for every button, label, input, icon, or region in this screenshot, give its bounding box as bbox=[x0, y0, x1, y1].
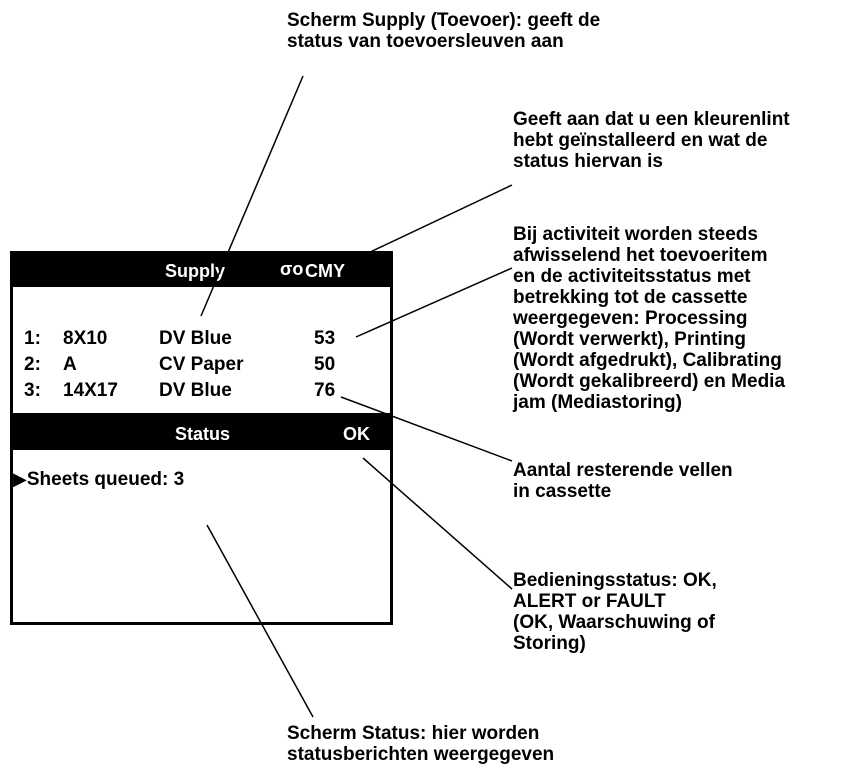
ribbon-callout: Geeft aan dat u een kleurenlint hebt geï… bbox=[513, 109, 790, 172]
supply-screen-callout: Scherm Supply (Toevoer): geeft de status… bbox=[287, 10, 601, 52]
remaining-sheets-leader bbox=[340, 396, 513, 462]
supply-slot-size: A bbox=[63, 354, 77, 375]
supply-slot-number: 2: bbox=[24, 354, 41, 375]
ribbon-leader bbox=[346, 184, 513, 264]
supply-slot-media: CV Paper bbox=[159, 354, 244, 375]
ribbon-cassette-icon: σο bbox=[280, 259, 304, 279]
ribbon-label: CMY bbox=[305, 261, 345, 281]
supply-slot-size: 8X10 bbox=[63, 328, 108, 349]
play-arrow-icon: ▶ bbox=[13, 469, 27, 489]
supply-slot-number: 3: bbox=[24, 380, 41, 401]
operating-status-badge: OK bbox=[343, 424, 370, 444]
operating-status-callout: Bedieningsstatus: OK, ALERT or FAULT (OK… bbox=[513, 570, 717, 654]
status-panel: Status OK ▶Sheets queued: 3 bbox=[10, 414, 393, 625]
activity-callout: Bij activiteit worden steeds afwisselend… bbox=[513, 224, 786, 413]
supply-slot-count: 50 bbox=[314, 354, 336, 375]
supply-screen-leader bbox=[200, 75, 304, 317]
status-screen-callout: Scherm Status: hier worden statusbericht… bbox=[287, 723, 555, 765]
status-panel-header: Status OK bbox=[13, 417, 390, 450]
supply-slot-size: 14X17 bbox=[63, 380, 118, 401]
supply-panel: Supply σο CMY 1: 8X10 DV Blue 53 2: A CV… bbox=[10, 251, 393, 416]
status-message-line: ▶Sheets queued: 3 bbox=[13, 469, 184, 491]
status-message: Sheets queued: 3 bbox=[26, 469, 185, 490]
supply-slot-number: 1: bbox=[24, 328, 41, 349]
remaining-sheets-callout: Aantal resterende vellen in cassette bbox=[513, 460, 733, 502]
status-title: Status bbox=[175, 424, 231, 444]
supply-slot-media: DV Blue bbox=[159, 328, 232, 349]
status-screen-leader bbox=[206, 524, 314, 718]
supply-slot-count: 76 bbox=[314, 380, 336, 401]
supply-panel-header: Supply σο CMY bbox=[13, 254, 390, 287]
supply-title: Supply bbox=[165, 261, 226, 281]
supply-slot-media: DV Blue bbox=[159, 380, 232, 401]
supply-slot-count: 53 bbox=[314, 328, 336, 349]
operating-status-leader bbox=[362, 457, 513, 590]
activity-leader bbox=[355, 267, 513, 338]
